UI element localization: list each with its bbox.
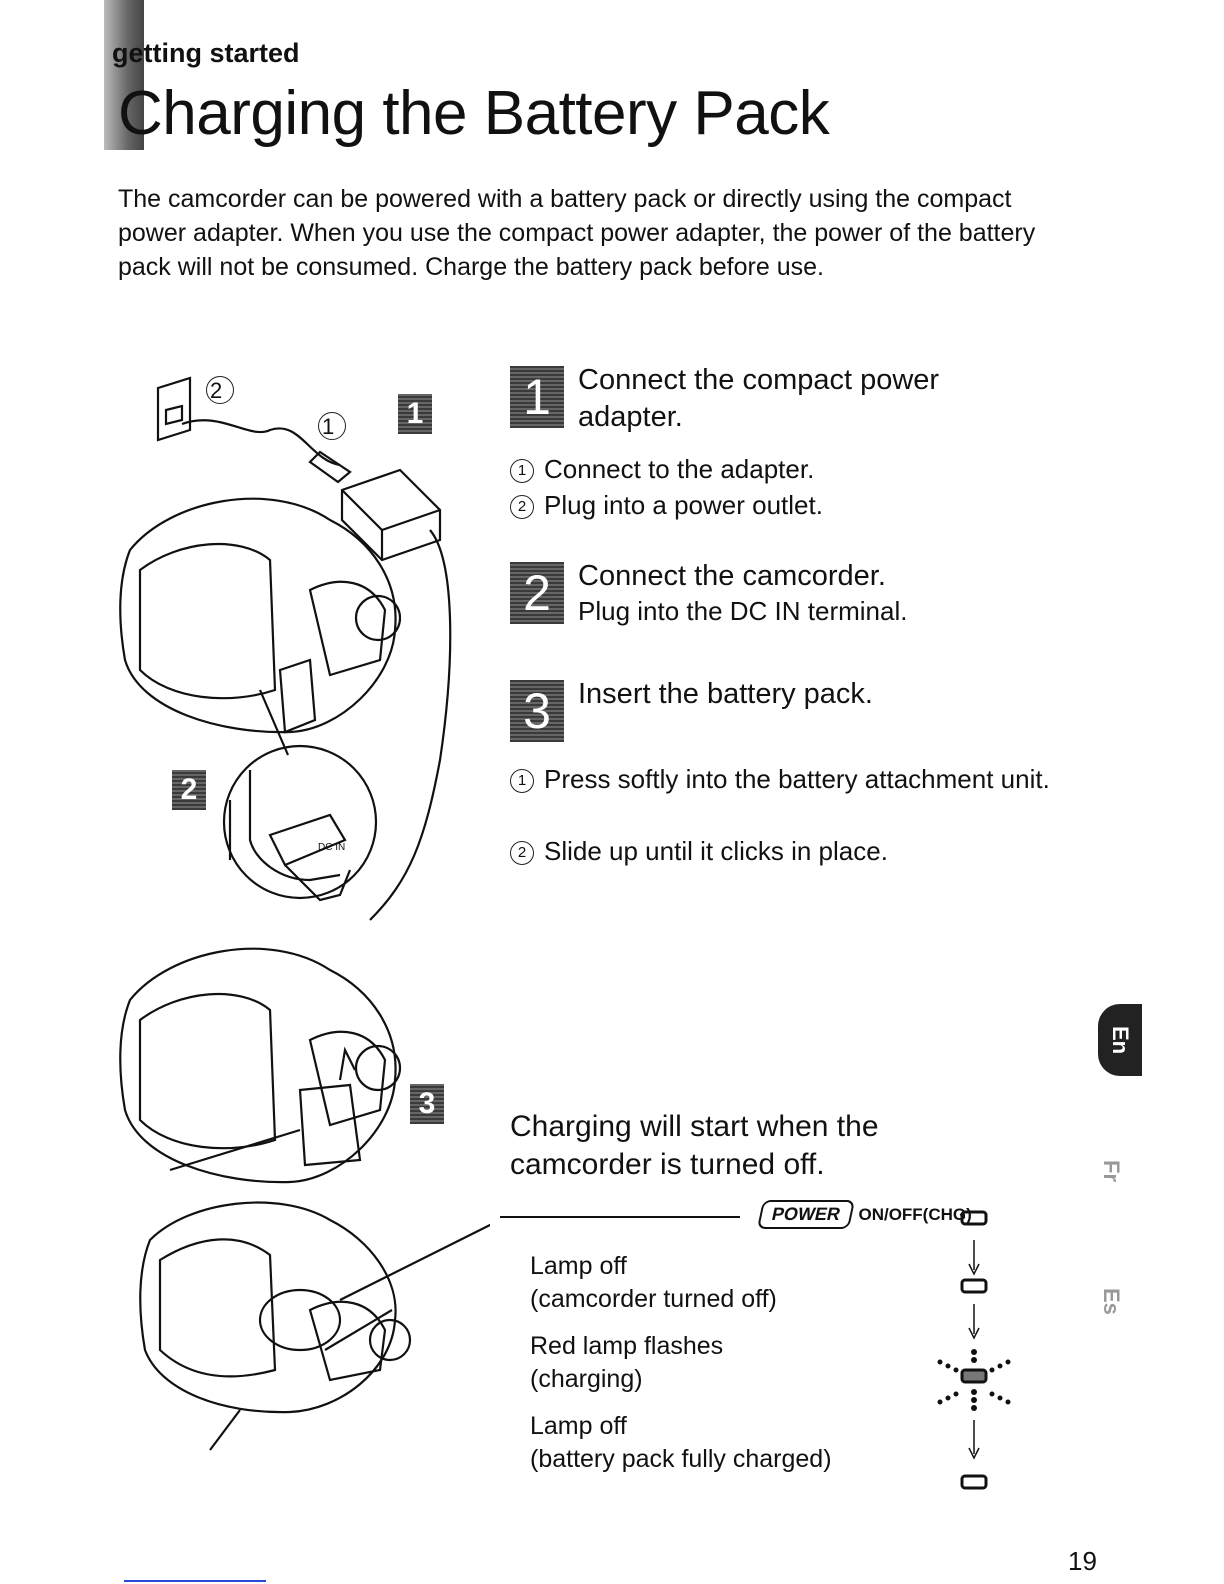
figure-marker-2: 2 (172, 770, 206, 810)
step-1-item-1-mark: 1 (510, 459, 534, 483)
camcorder-illustration: 2 1 DC IN (119, 376, 490, 1451)
language-tab-fr[interactable]: Fr (1099, 1160, 1124, 1182)
page-number: 19 (1068, 1546, 1097, 1576)
dc-in-label: DC IN (318, 842, 345, 853)
lamp-state-1-line1: Lamp off (530, 1252, 627, 1280)
page-title: Charging the Battery Pack (118, 79, 830, 148)
step-1-item-2-text: Plug into a power outlet. (544, 490, 823, 520)
step-2-badge: 2 (510, 562, 564, 624)
lamp-state-3: Lamp off (battery pack fully charged) (530, 1410, 832, 1476)
lamp-off-final-icon (960, 1474, 988, 1490)
power-button-label: POWER (756, 1200, 856, 1229)
section-label: getting started (112, 38, 300, 68)
lamp-sequence-diagram (937, 1210, 1011, 1490)
step-1-item-1-text: Connect to the adapter. (544, 454, 815, 484)
section-tab (104, 0, 144, 150)
on-off-chg-label: ON/OFF(CHG) (858, 1205, 972, 1224)
step-1-item-1: 1 Connect to the adapter. (510, 452, 1070, 486)
step-3-item-2-mark: 2 (510, 841, 534, 865)
lamp-state-2: Red lamp flashes (charging) (530, 1330, 723, 1396)
charging-note: Charging will start when the camcorder i… (510, 1110, 879, 1181)
step-3-item-1-text: Press softly into the battery attachment… (544, 764, 1050, 794)
footer-rule (124, 1580, 266, 1582)
step-2-subtitle: Plug into the DC IN terminal. (578, 596, 908, 626)
figure-marker-3: 3 (410, 1084, 444, 1124)
callout-ring-1 (318, 412, 346, 440)
intro-paragraph: The camcorder can be powered with a batt… (118, 185, 1036, 281)
step-1-item-2: 2 Plug into a power outlet. (510, 488, 1070, 522)
step-1-title: Connect the compact power adapter. (578, 364, 940, 433)
step-2-title: Connect the camcorder. (578, 560, 886, 592)
lamp-flash-icon (960, 1368, 988, 1384)
lamp-state-2-line2: (charging) (530, 1365, 643, 1393)
step-1-item-2-mark: 2 (510, 495, 534, 519)
lamp-state-3-line2: (battery pack fully charged) (530, 1445, 832, 1473)
leader-line (500, 1216, 740, 1218)
lamp-state-2-line1: Red lamp flashes (530, 1332, 724, 1360)
lamp-state-3-line1: Lamp off (530, 1412, 627, 1440)
lamp-icon-top (960, 1210, 988, 1226)
step-3-badge: 3 (510, 680, 564, 742)
step-3-item-1: 1 Press softly into the battery attachmen… (510, 762, 1070, 796)
figure-marker-1: 1 (398, 394, 432, 434)
step-3-item-2-text: Slide up until it clicks in place. (544, 836, 888, 866)
step-3-item-2: 2 Slide up until it clicks in place. (510, 834, 1070, 868)
step-3-item-1-mark: 1 (510, 769, 534, 793)
step-1-badge: 1 (510, 366, 564, 428)
language-tab-en[interactable]: En (1098, 1004, 1142, 1076)
step-3-title: Insert the battery pack. (578, 678, 873, 710)
language-tab-es[interactable]: Es (1099, 1288, 1124, 1315)
power-indicator: POWER ON/OFF(CHG) (756, 1200, 972, 1229)
lamp-state-1: Lamp off (camcorder turned off) (530, 1250, 777, 1316)
callout-ring-2 (206, 376, 234, 404)
lamp-state-1-line2: (camcorder turned off) (530, 1285, 777, 1313)
lamp-off-icon (960, 1278, 988, 1294)
